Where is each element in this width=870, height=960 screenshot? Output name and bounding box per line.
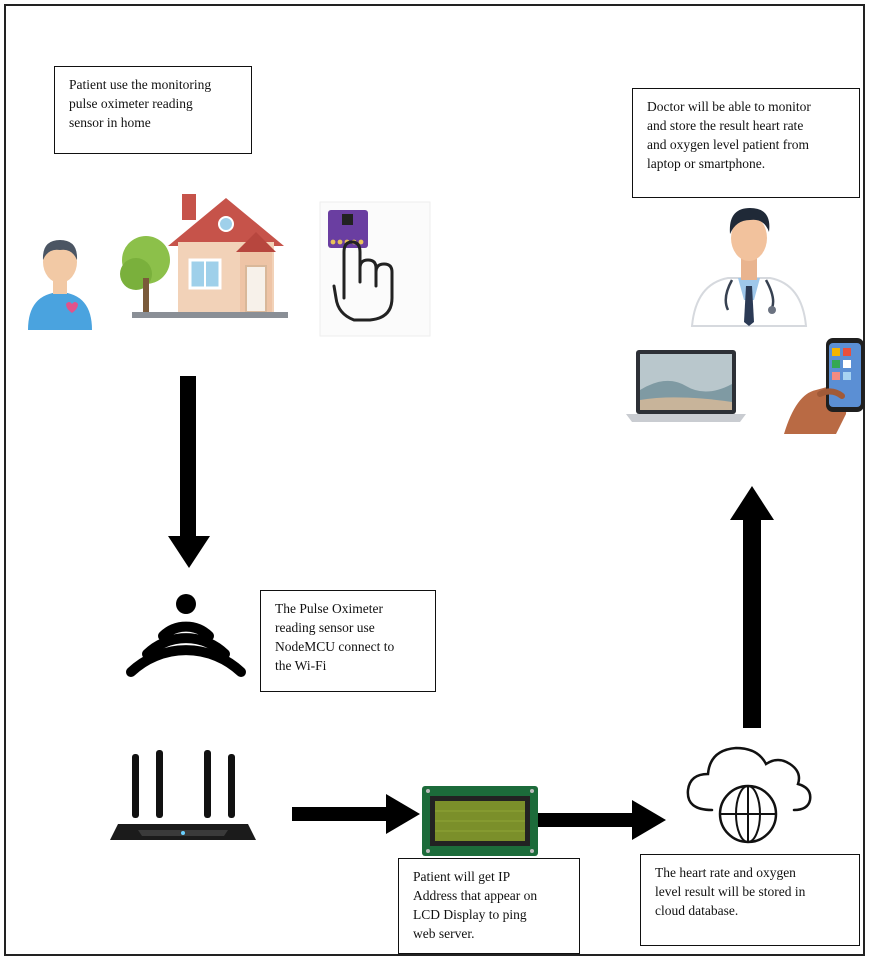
- house-icon: [120, 194, 288, 318]
- note-doctor: Doctor will be able to monitor and store…: [632, 88, 860, 198]
- note-wifi: The Pulse Oximeter reading sensor use No…: [260, 590, 436, 692]
- smartphone-icon: [784, 338, 864, 434]
- wifi-icon: [126, 594, 246, 677]
- note-patient-home: Patient use the monitoring pulse oximete…: [54, 66, 252, 154]
- diagram-frame: Patient use the monitoring pulse oximete…: [4, 4, 865, 956]
- lcd-display-icon: [422, 786, 538, 856]
- arrow-router-to-lcd: [292, 794, 420, 834]
- laptop-icon: [626, 350, 746, 422]
- arrow-lcd-to-cloud: [538, 800, 666, 840]
- note-cloud: The heart rate and oxygen level result w…: [640, 854, 860, 946]
- arrow-down-to-wifi: [168, 376, 210, 568]
- arrow-up-to-doctor: [730, 486, 774, 728]
- router-icon: [110, 750, 256, 840]
- cloud-globe-icon: [686, 746, 812, 844]
- patient-icon: [28, 240, 92, 330]
- note-lcd: Patient will get IP Address that appear …: [398, 858, 580, 954]
- doctor-icon: [690, 208, 808, 327]
- finger-sensor-icon: [319, 201, 431, 337]
